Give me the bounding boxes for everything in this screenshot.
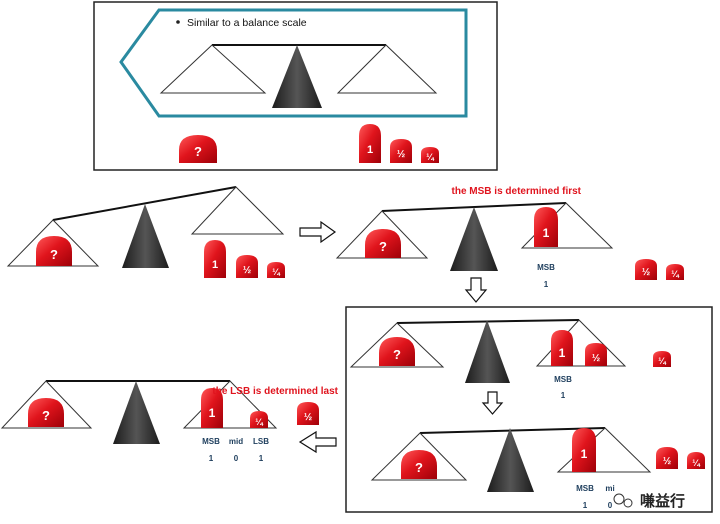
svg-text:¼: ¼	[671, 269, 680, 279]
svg-text:1: 1	[559, 346, 566, 360]
weight-half: ½	[656, 447, 678, 469]
bullet-text: Similar to a balance scale	[187, 17, 307, 29]
msb-value: 1	[583, 501, 588, 510]
mid-label: mi	[605, 484, 614, 493]
weight-quarter: ¼	[653, 351, 671, 367]
svg-text:?: ?	[393, 347, 401, 362]
weight-unknown: ?	[28, 398, 64, 427]
beam	[419, 427, 606, 434]
msb-value: 1	[561, 391, 566, 400]
weight-one: 1	[359, 124, 381, 163]
svg-text:¼: ¼	[272, 267, 281, 277]
weight-one: 1	[201, 388, 223, 428]
arrow-down	[464, 277, 488, 303]
svg-text:?: ?	[50, 247, 58, 262]
pan-right	[336, 44, 438, 94]
svg-text:1: 1	[209, 406, 216, 420]
weight-unknown: ?	[379, 337, 415, 366]
weight-one: 1	[551, 330, 573, 366]
svg-text:1: 1	[367, 144, 373, 156]
arrow-right	[299, 220, 337, 244]
weight-unknown: ?	[401, 450, 437, 479]
msb-label: MSB	[202, 437, 220, 446]
arrow-down	[481, 391, 504, 415]
pan-left	[159, 44, 267, 94]
pan-right	[535, 319, 627, 367]
mid-value: 0	[608, 501, 613, 510]
weight-unknown: ?	[36, 236, 72, 266]
arrow-frame	[119, 8, 468, 118]
lsb-value: 1	[259, 454, 264, 463]
fulcrum	[113, 381, 160, 444]
pan-right	[556, 427, 652, 473]
weight-one: 1	[534, 207, 558, 247]
svg-text:½: ½	[243, 265, 251, 276]
svg-text:½: ½	[642, 267, 650, 278]
pan-right	[190, 186, 285, 235]
beam	[396, 319, 580, 324]
fulcrum	[450, 207, 498, 271]
arrow-left	[298, 430, 337, 454]
weight-half: ½	[585, 343, 607, 366]
caption-msb-first: the MSB is determined first	[452, 186, 582, 197]
watermark: 嗛益行	[613, 492, 685, 510]
weight-unknown: ?	[365, 229, 401, 258]
svg-text:¼: ¼	[255, 417, 264, 427]
svg-text:¼: ¼	[658, 356, 667, 366]
process-frame	[345, 306, 713, 513]
svg-text:½: ½	[663, 456, 671, 467]
msb-label: MSB	[554, 375, 572, 384]
mid-value: 0	[234, 454, 239, 463]
weight-quarter: ¼	[687, 452, 705, 469]
svg-text:1: 1	[543, 226, 550, 240]
weight-quarter: ¼	[267, 262, 285, 278]
svg-text:?: ?	[379, 239, 387, 254]
svg-text:?: ?	[42, 408, 50, 423]
lsb-label: LSB	[253, 437, 269, 446]
watermark-text: 嗛益行	[640, 492, 685, 510]
intro-frame	[93, 1, 498, 171]
svg-text:¼: ¼	[426, 152, 435, 162]
msb-label: MSB	[576, 484, 594, 493]
svg-text:1: 1	[212, 259, 218, 271]
msb-value: 1	[209, 454, 214, 463]
msb-value: 1	[544, 280, 549, 289]
caption-lsb-last: the LSB is determined last	[212, 386, 338, 397]
weight-half: ½	[390, 139, 412, 163]
weight-quarter: ¼	[250, 411, 268, 428]
weight-quarter: ¼	[421, 147, 439, 163]
svg-text:?: ?	[415, 460, 423, 475]
fulcrum	[272, 45, 322, 108]
svg-text:1: 1	[581, 447, 588, 461]
svg-text:½: ½	[304, 412, 312, 423]
fulcrum	[465, 320, 510, 383]
weight-half: ½	[635, 259, 657, 280]
svg-text:½: ½	[592, 353, 600, 364]
weight-unknown: ?	[179, 135, 217, 163]
msb-label: MSB	[537, 263, 555, 272]
beam	[52, 186, 237, 221]
mid-label: mid	[229, 437, 243, 446]
wechat-icon	[613, 493, 625, 505]
svg-text:¼: ¼	[692, 458, 701, 468]
fulcrum	[487, 428, 534, 492]
svg-text:?: ?	[194, 144, 202, 159]
weight-one: 1	[572, 428, 596, 472]
weight-half: ½	[236, 255, 258, 278]
fulcrum	[122, 204, 169, 268]
bullet-dot	[176, 20, 180, 24]
weight-quarter: ¼	[666, 264, 684, 280]
weight-one: 1	[204, 240, 226, 278]
weight-half: ½	[297, 402, 319, 425]
svg-text:½: ½	[397, 149, 405, 160]
